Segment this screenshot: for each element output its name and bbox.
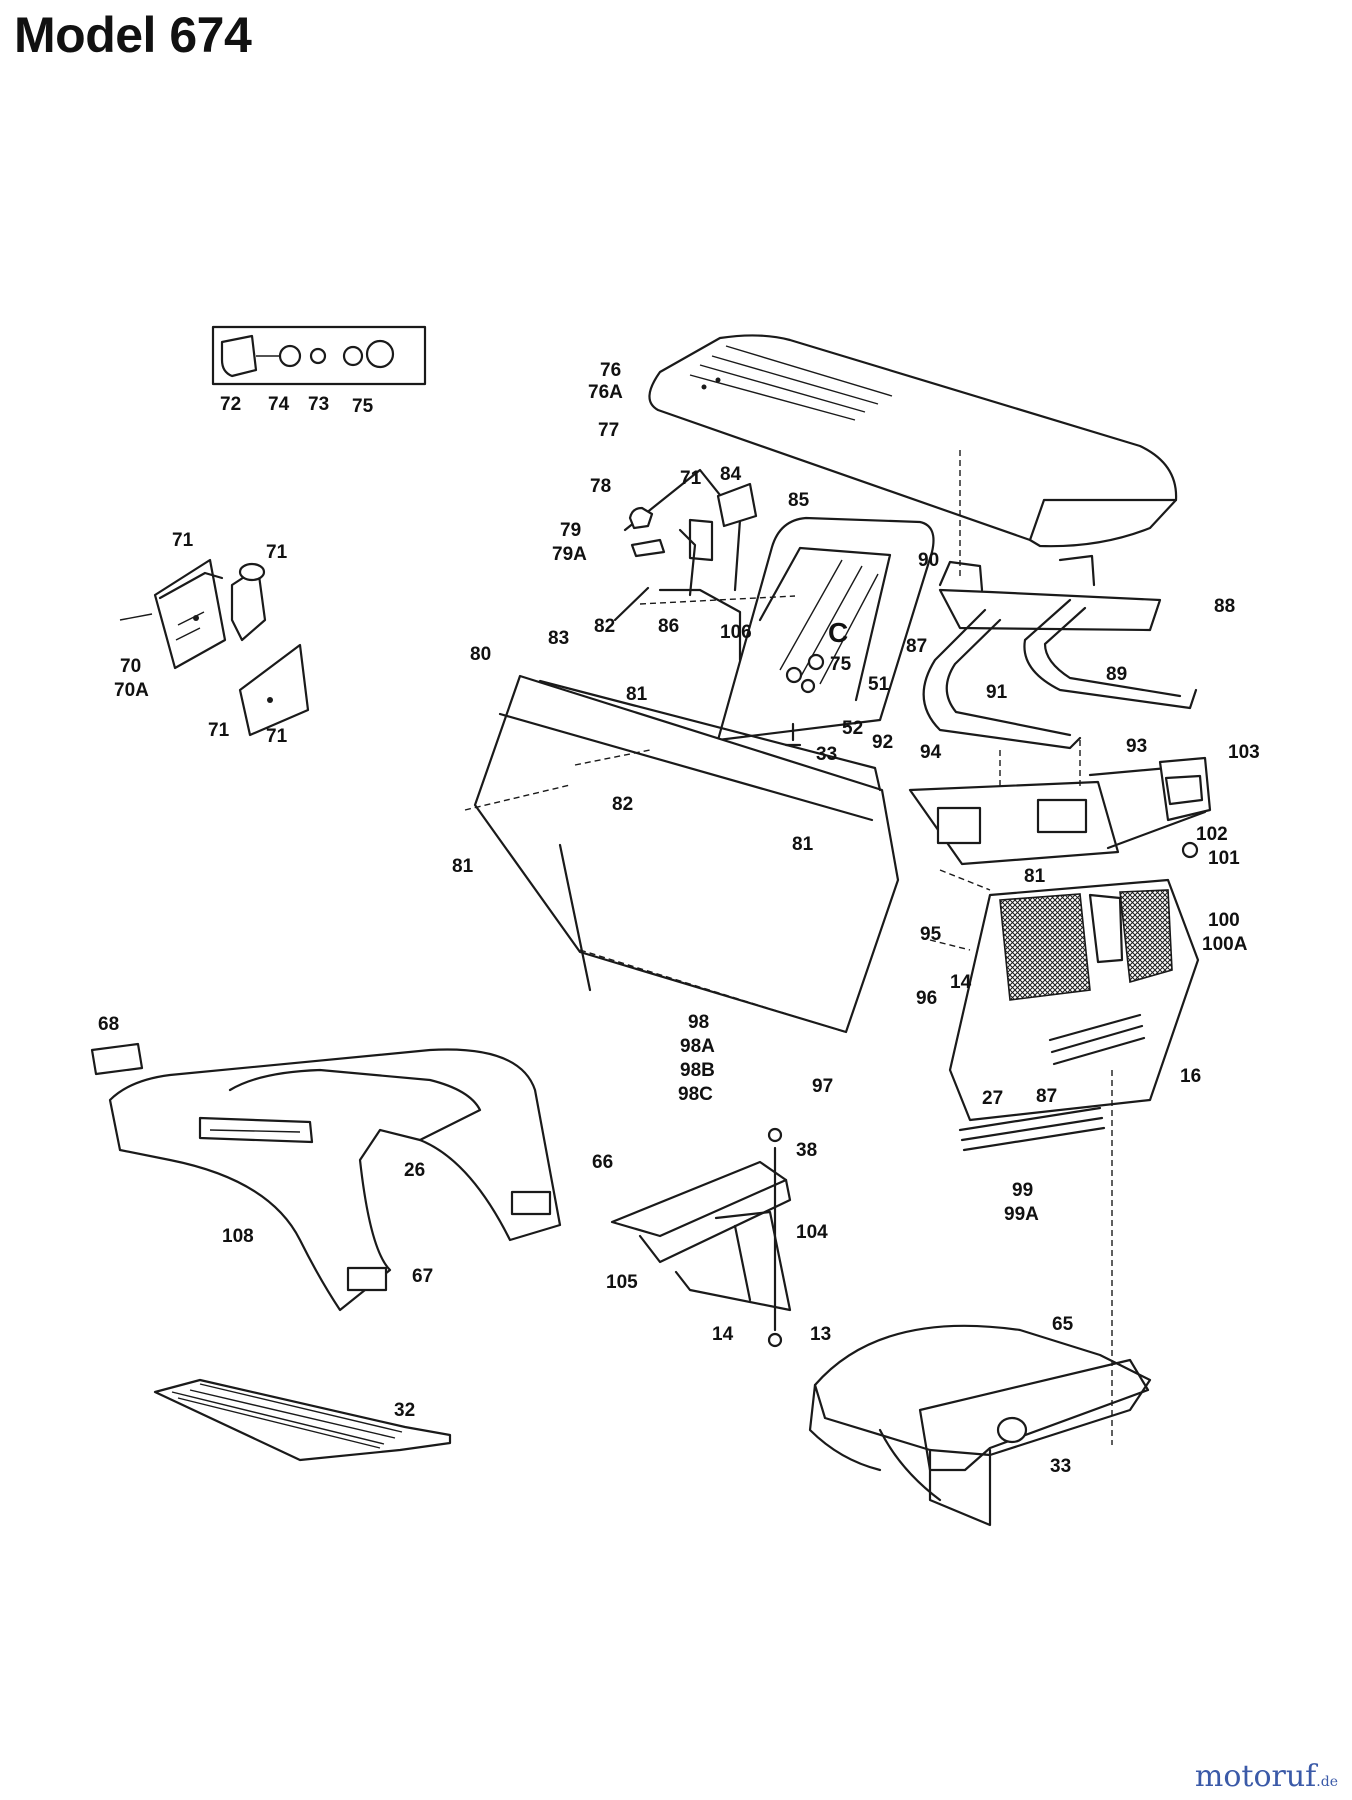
callout-72: 72 xyxy=(220,394,241,415)
key-switch-inset xyxy=(211,325,427,386)
callout-71: 71 xyxy=(208,720,230,741)
callout-13: 13 xyxy=(810,1324,831,1345)
callout-82: 82 xyxy=(612,794,633,815)
rear-fender xyxy=(90,1042,562,1312)
callout-82: 82 xyxy=(594,616,615,637)
callout-71: 71 xyxy=(266,726,288,747)
diagram-title: Model 674 xyxy=(14,7,252,63)
callout-67: 67 xyxy=(412,1266,433,1287)
callout-16: 16 xyxy=(1180,1066,1201,1087)
callout-102: 102 xyxy=(1196,824,1228,845)
callout-78: 78 xyxy=(590,476,611,497)
callout-26: 26 xyxy=(404,1160,425,1181)
dashboard-frame xyxy=(613,468,935,747)
callout-32: 32 xyxy=(394,1400,415,1421)
callout-99: 99 xyxy=(1012,1180,1033,1201)
callout-76: 76 xyxy=(600,360,621,381)
callout-97: 97 xyxy=(812,1076,833,1097)
callout-71: 71 xyxy=(172,530,194,551)
watermark: motoruf.de xyxy=(1195,1759,1338,1794)
seat-bracket xyxy=(922,450,1198,750)
callout-81: 81 xyxy=(1024,866,1046,887)
callout-88: 88 xyxy=(1214,596,1235,617)
callout-79: 79 xyxy=(560,520,581,541)
callout-92: 92 xyxy=(872,732,893,753)
callout-89: 89 xyxy=(1106,664,1127,685)
callout-73: 73 xyxy=(308,394,329,415)
callout-98c: 98C xyxy=(678,1084,713,1105)
side-bracket-assembly xyxy=(119,558,310,737)
callout-labels: 72 74 73 75 76 76A 77 78 71 84 85 79 79A… xyxy=(98,360,1260,1477)
callout-83: 83 xyxy=(548,628,569,649)
callout-93: 93 xyxy=(1126,736,1147,757)
callout-100a: 100A xyxy=(1202,934,1248,955)
callout-106: 106 xyxy=(720,622,752,643)
callout-75: 75 xyxy=(830,654,852,675)
callout-95: 95 xyxy=(920,924,942,945)
callout-70a: 70A xyxy=(114,680,149,701)
callout-79a: 79A xyxy=(552,544,587,565)
callout-70: 70 xyxy=(120,656,141,677)
callout-81: 81 xyxy=(792,834,814,855)
callout-108: 108 xyxy=(222,1226,254,1247)
callout-85: 85 xyxy=(788,490,810,511)
callout-80: 80 xyxy=(470,644,491,665)
callout-75: 75 xyxy=(352,396,374,417)
callout-c: C xyxy=(828,617,848,648)
callout-96: 96 xyxy=(916,988,937,1009)
callout-91: 91 xyxy=(986,682,1008,703)
callout-33: 33 xyxy=(1050,1456,1071,1477)
callout-71: 71 xyxy=(266,542,288,563)
chassis-frame xyxy=(808,1324,1152,1527)
callout-103: 103 xyxy=(1228,742,1260,763)
callout-68: 68 xyxy=(98,1014,119,1035)
callout-84: 84 xyxy=(720,464,742,485)
callout-65: 65 xyxy=(1052,1314,1074,1335)
callout-81: 81 xyxy=(452,856,474,877)
callout-98: 98 xyxy=(688,1012,709,1033)
callout-99a: 99A xyxy=(1004,1204,1039,1225)
callout-51: 51 xyxy=(868,674,890,695)
callout-100: 100 xyxy=(1208,910,1240,931)
callout-27: 27 xyxy=(982,1088,1003,1109)
front-grille xyxy=(929,869,1200,1152)
callout-98a: 98A xyxy=(680,1036,715,1057)
callout-101: 101 xyxy=(1208,848,1240,869)
callout-74: 74 xyxy=(268,394,290,415)
callout-33: 33 xyxy=(816,744,837,765)
callout-66: 66 xyxy=(592,1152,613,1173)
callout-105: 105 xyxy=(606,1272,638,1293)
callout-81: 81 xyxy=(626,684,648,705)
callout-104: 104 xyxy=(796,1222,828,1243)
callout-52: 52 xyxy=(842,718,863,739)
watermark-name: motoruf xyxy=(1194,1759,1317,1794)
footrest xyxy=(153,1378,452,1462)
callout-86: 86 xyxy=(658,616,679,637)
hood-panel xyxy=(464,674,900,1034)
callout-87: 87 xyxy=(1036,1086,1057,1107)
watermark-suffix: .de xyxy=(1316,1774,1338,1790)
callout-14: 14 xyxy=(712,1324,734,1345)
callout-87: 87 xyxy=(906,636,927,657)
callout-71: 71 xyxy=(680,468,702,489)
callout-94: 94 xyxy=(920,742,942,763)
callout-38: 38 xyxy=(796,1140,817,1161)
mount-brackets xyxy=(610,1127,792,1348)
callout-77: 77 xyxy=(598,420,619,441)
light-housing xyxy=(908,740,1212,866)
callout-90: 90 xyxy=(918,550,939,571)
callout-76a: 76A xyxy=(588,382,623,403)
callout-14: 14 xyxy=(950,972,972,993)
seat xyxy=(648,334,1178,548)
callout-98b: 98B xyxy=(680,1060,715,1081)
